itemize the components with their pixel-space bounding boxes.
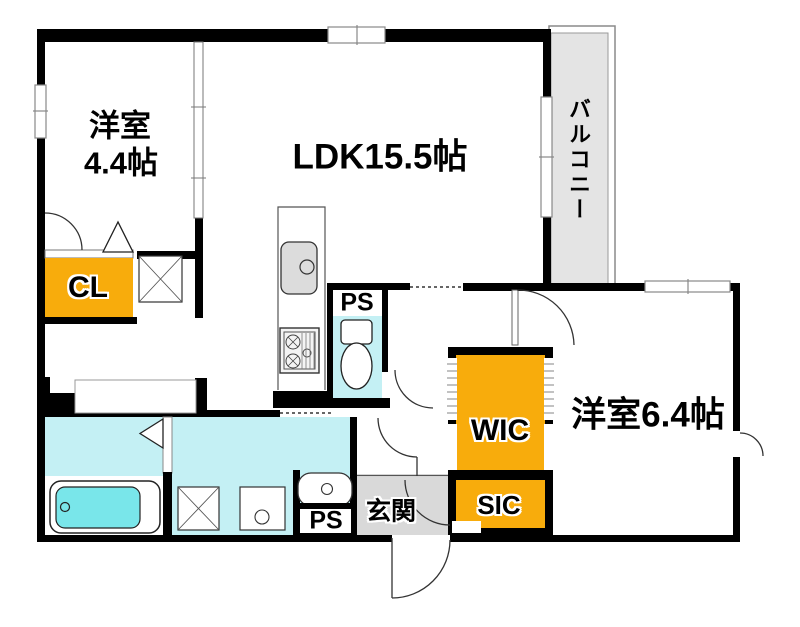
room-label-west64: 洋室6.4帖 — [571, 395, 725, 435]
toilet-tank — [340, 319, 373, 345]
bathroom — [49, 416, 173, 535]
walk-in-closet — [447, 347, 554, 478]
kitchen-counter — [277, 206, 326, 390]
wall-bottom-right — [450, 535, 740, 542]
entrance-floor — [357, 477, 448, 535]
walls — [37, 29, 740, 542]
front-door-arc — [391, 539, 451, 599]
doors — [44, 212, 764, 599]
vanity-sink — [297, 472, 353, 507]
balcony — [548, 25, 616, 287]
wall-top — [37, 29, 545, 42]
toilet — [340, 319, 373, 390]
partitions — [44, 41, 206, 414]
toilet-bowl — [340, 342, 373, 390]
balcony-floor — [550, 32, 609, 285]
washroom — [177, 472, 357, 537]
sliding-partition — [193, 41, 204, 219]
closet-folding-door-icon — [101, 220, 135, 253]
wall-left — [37, 29, 45, 542]
faucet — [299, 259, 315, 275]
bedroom-door-arc — [516, 289, 575, 346]
label-entrance: 玄関 — [365, 497, 417, 526]
label-ps-washroom: PS — [309, 506, 343, 535]
wash-basin — [239, 486, 286, 531]
windows — [33, 25, 741, 457]
kitchen — [277, 206, 326, 390]
wall-right — [733, 283, 740, 542]
room-label-ldk: LDK15.5帖 — [292, 137, 468, 177]
hall-door-arc — [377, 417, 418, 458]
pipe-space-washroom — [293, 503, 357, 537]
bath-drain — [59, 501, 71, 513]
shoe-in-closet — [448, 473, 553, 535]
kitchen-sink — [280, 241, 318, 295]
room-label-balcony: バルコニー — [566, 97, 591, 223]
toilet-door-arc — [394, 369, 434, 409]
label-sic: SIC — [477, 490, 521, 520]
label-wic: WIC — [470, 414, 530, 447]
room-label-west44-size: 4.4帖 — [83, 145, 159, 181]
washing-machine-pan — [177, 486, 220, 531]
closet-door-arc — [44, 212, 83, 251]
openings — [280, 286, 463, 414]
shoe-closet-door-arc — [404, 479, 451, 526]
stove — [279, 327, 320, 374]
label-ps-kitchen: PS — [340, 288, 374, 317]
bathtub-water — [55, 486, 141, 529]
room-label-west44-name: 洋室 — [89, 108, 151, 144]
closet — [45, 258, 133, 317]
pipe-space-kitchen — [333, 290, 382, 316]
small-window-arc — [739, 432, 764, 457]
label-closet: CL — [68, 271, 108, 304]
hall-counter — [74, 379, 197, 414]
storage-x-box — [138, 255, 183, 303]
bath-folding-door-icon — [138, 417, 164, 450]
wall-bottom-left — [37, 535, 392, 542]
